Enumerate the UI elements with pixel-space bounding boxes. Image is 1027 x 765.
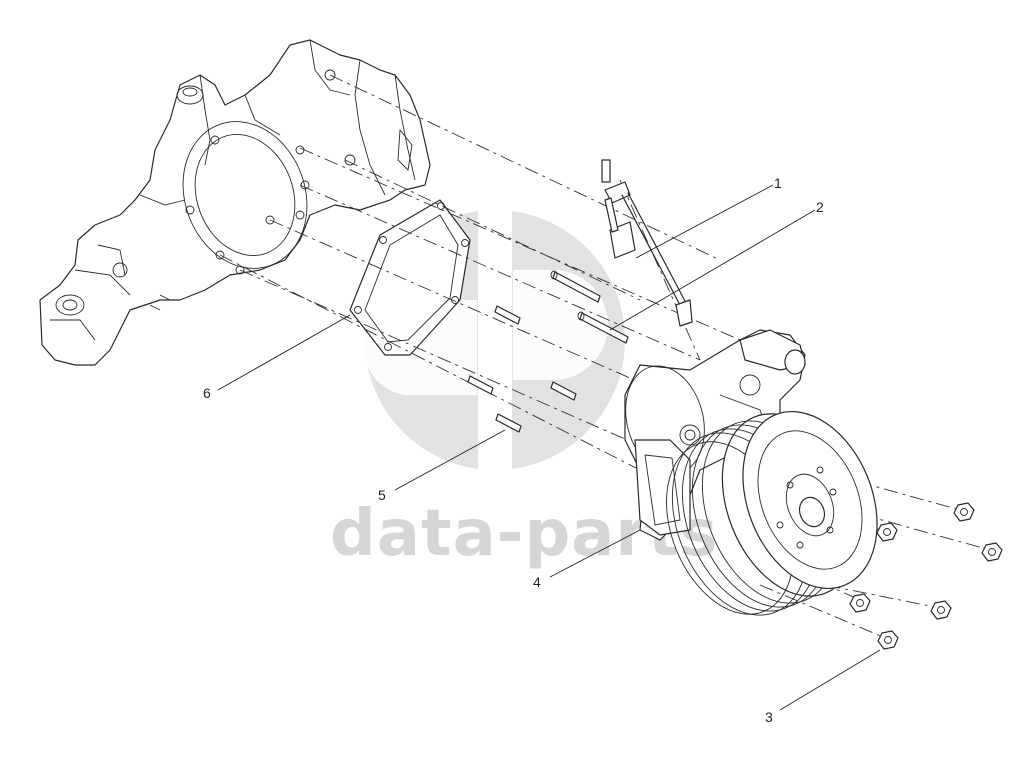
callout-2: 2 [816, 199, 824, 215]
stud-short-1 [494, 305, 521, 325]
stud-long-lower [577, 311, 629, 344]
callout-5: 5 [378, 487, 386, 503]
gasket [349, 199, 471, 356]
nut-6 [877, 630, 899, 650]
callout-6: 6 [203, 385, 211, 401]
stud-short-2 [467, 375, 494, 395]
nut-5 [930, 600, 952, 620]
nut-4 [849, 593, 871, 613]
nut-3 [876, 522, 898, 542]
callout-3: 3 [765, 709, 773, 725]
engine-housing [39, 39, 431, 366]
water-pump-assembly [624, 329, 878, 616]
stud-long-upper [550, 270, 601, 303]
stud-short-3 [550, 381, 577, 401]
callout-4: 4 [533, 574, 541, 590]
leader-lines [217, 184, 881, 711]
sensor-with-cable [601, 159, 693, 327]
nut-2 [981, 542, 1003, 562]
stud-short-4 [495, 413, 522, 433]
nut-1 [953, 502, 975, 522]
callout-1: 1 [774, 175, 782, 191]
